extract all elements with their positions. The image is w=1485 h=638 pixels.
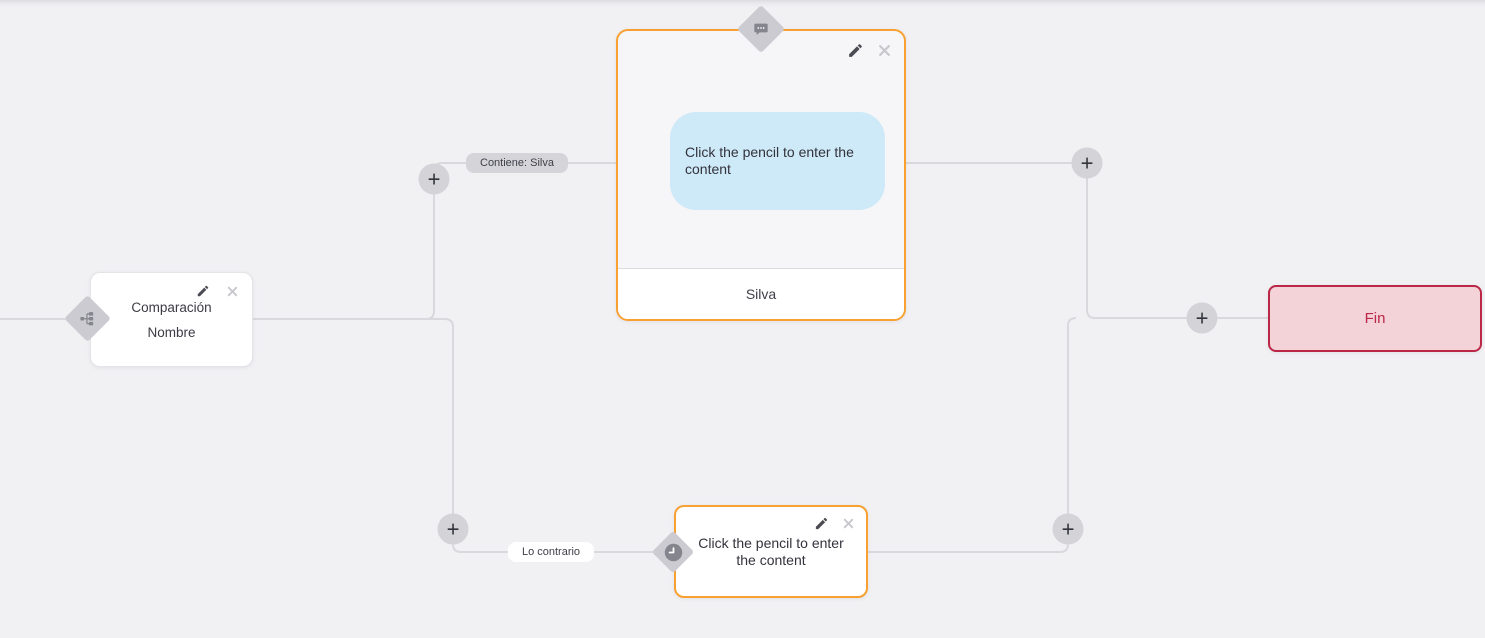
edit-message-button[interactable] [847,42,864,59]
message-footer-text: Silva [745,286,777,302]
pencil-icon [847,44,864,62]
message-footer: Silva [618,268,904,319]
delay-node-text: Click the pencil to enter the content [698,535,844,568]
condition-type-badge [64,295,111,342]
condition-title-line1: Comparación [131,300,212,315]
delete-message-button[interactable] [877,43,892,58]
add-node-button-after-delay[interactable]: + [1052,513,1084,545]
add-node-button-otherwise-branch[interactable]: + [437,513,469,545]
delete-delay-button[interactable] [842,517,855,530]
add-node-button-after-message[interactable]: + [1071,147,1103,179]
chat-bubble-icon [744,12,778,46]
add-node-button-contains-branch[interactable]: + [418,163,450,195]
delete-condition-button[interactable] [226,285,239,298]
wire-message-to-end [906,162,1270,319]
wire-delay-to-end [868,317,1077,553]
message-bubble-text: Click the pencil to enter the content [685,144,854,177]
delay-node[interactable]: Click the pencil to enter the content [674,505,868,598]
x-icon [226,286,239,301]
edit-condition-button[interactable] [196,284,210,298]
clock-icon [658,537,688,567]
delay-type-badge [651,530,695,574]
message-type-badge [736,4,786,54]
add-node-button-before-end[interactable]: + [1186,302,1218,334]
condition-node[interactable]: Comparación Nombre [90,272,253,367]
edge-label-contains[interactable]: Contiene: Silva [466,153,568,173]
condition-title-line2: Nombre [147,325,196,340]
edit-delay-button[interactable] [814,516,829,531]
message-bubble: Click the pencil to enter the content [670,112,885,210]
pencil-icon [196,285,210,301]
end-node[interactable]: Fin [1268,285,1482,352]
sitemap-icon [71,302,104,335]
end-node-label: Fin [1364,310,1386,327]
x-icon [877,45,892,61]
pencil-icon [814,517,829,534]
message-node[interactable]: Click the pencil to enter the content Si… [616,29,906,321]
edge-label-otherwise[interactable]: Lo contrario [507,542,595,562]
wire-branch-otherwise [253,318,658,553]
x-icon [842,518,855,533]
